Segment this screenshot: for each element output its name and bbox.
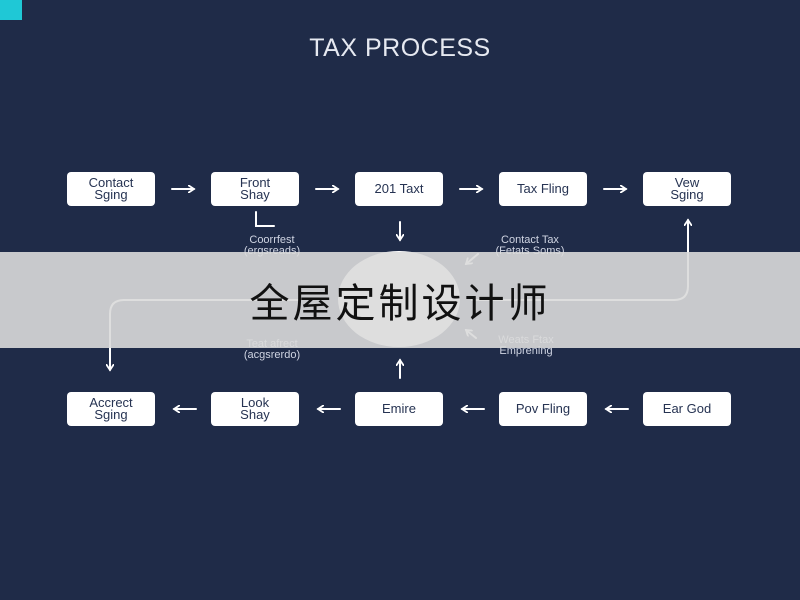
top-node-5: Vew Sging [643,172,731,206]
top-node-2: Front Shay [211,172,299,206]
bottom-node-3: Emire [355,392,443,426]
top-node-3: 201 Taxt [355,172,443,206]
diagram-title: TAX PROCESS [309,34,491,62]
note-upper-left: Coorrfest (ergsreads) [243,234,301,257]
bracket-connector [255,211,275,227]
corner-accent [0,0,22,20]
note-upper-right: Contact Tax (Fetats Soms) [495,234,565,257]
overlay-banner [0,252,800,348]
bottom-node-1: Accrect Sging [67,392,155,426]
top-node-1: Contact Sging [67,172,155,206]
bottom-node-5: Ear God [643,392,731,426]
top-node-4: Tax Fling [499,172,587,206]
bottom-node-4: Pov Fling [499,392,587,426]
banner-title: 全屋定制设计师 [249,281,551,327]
bottom-node-2: Look Shay [211,392,299,426]
